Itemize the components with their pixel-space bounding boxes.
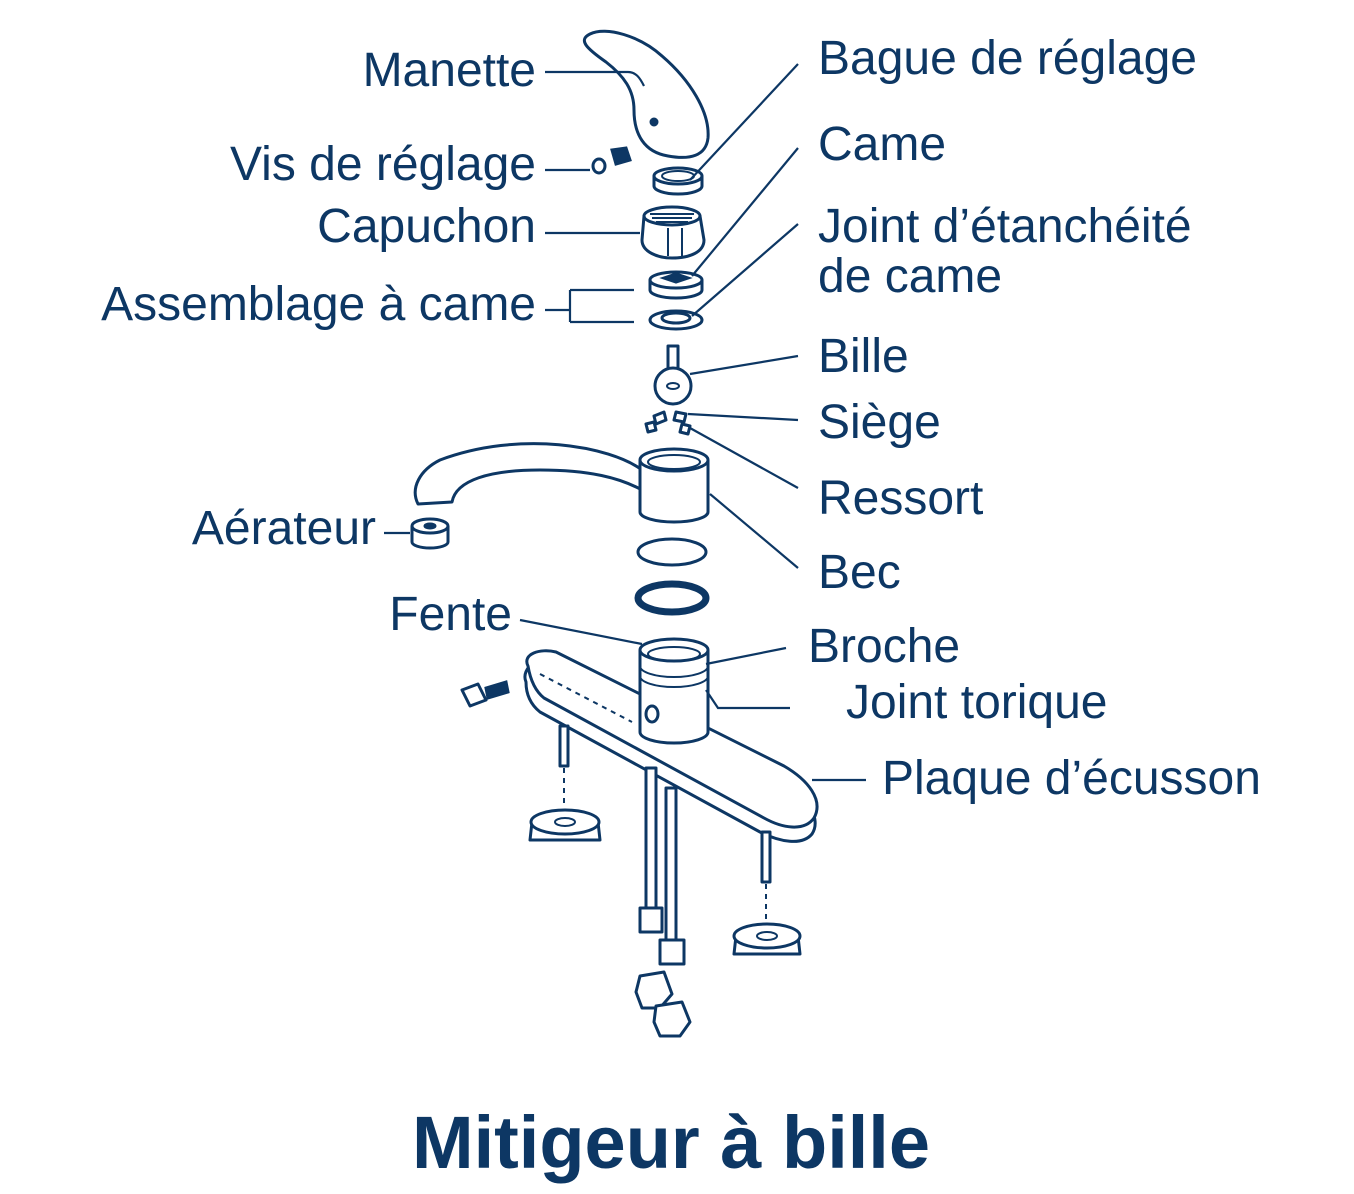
- label-joint-came-line1: Joint d’étanchéité: [818, 200, 1192, 253]
- label-manette: Manette: [363, 44, 536, 97]
- cam-seal-part: [648, 309, 704, 331]
- label-plaque-ecusson: Plaque d’écusson: [882, 752, 1261, 805]
- spout-part: [413, 442, 710, 524]
- mounting-hardware-part: [528, 724, 802, 956]
- label-bille: Bille: [818, 330, 909, 383]
- label-aerateur: Aérateur: [192, 502, 376, 555]
- label-broche: Broche: [808, 620, 960, 673]
- label-joint-torique: Joint torique: [846, 676, 1108, 729]
- label-assemblage-came: Assemblage à came: [101, 278, 536, 331]
- aerator-part: [410, 517, 450, 550]
- label-joint-came-line2: de came: [818, 250, 1002, 303]
- cam-part: [648, 270, 704, 300]
- faucet-parts: [410, 29, 819, 1038]
- leader-lines: [384, 63, 866, 782]
- label-fente: Fente: [389, 588, 512, 641]
- label-came: Came: [818, 118, 946, 171]
- label-vis-reglage: Vis de réglage: [230, 138, 536, 191]
- label-siege: Siège: [818, 396, 941, 449]
- cap-part: [640, 205, 706, 260]
- ball-part: [653, 344, 693, 406]
- label-bec: Bec: [818, 546, 901, 599]
- o-rings-part: [634, 537, 710, 616]
- supply-tubes-part: [634, 766, 692, 1038]
- side-knob-part: [460, 680, 510, 708]
- part-labels: Manette Vis de réglage Capuchon Assembla…: [101, 32, 1261, 805]
- label-bague-reglage: Bague de réglage: [818, 32, 1197, 85]
- label-ressort: Ressort: [818, 472, 983, 525]
- diagram-title: Mitigeur à bille: [412, 1101, 930, 1184]
- handle-part: [583, 29, 710, 159]
- seats-and-springs-part: [644, 410, 692, 436]
- spindle-part: [638, 637, 710, 745]
- adjusting-screw-part: [591, 146, 632, 175]
- label-capuchon: Capuchon: [317, 200, 536, 253]
- adjusting-ring-part: [652, 166, 704, 196]
